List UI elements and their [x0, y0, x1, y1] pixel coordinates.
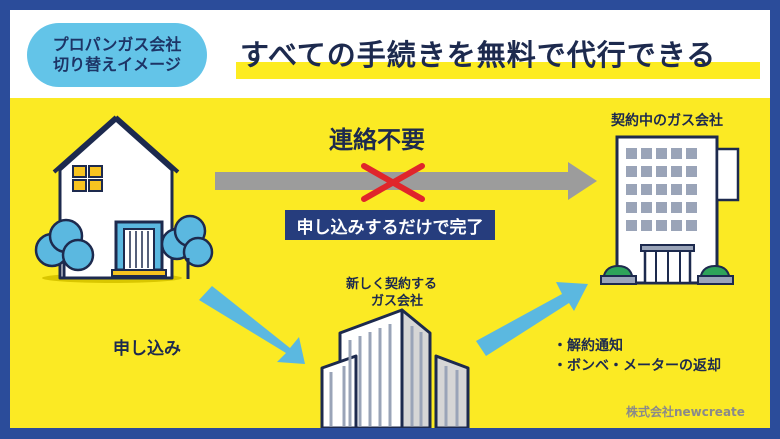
direct-arrow: [215, 162, 597, 200]
apply-only-label: 申し込みするだけで完了: [285, 210, 495, 240]
cross-icon: [361, 163, 425, 202]
bullet-equipment-return: ・ボンベ・メーターの返却: [553, 358, 721, 374]
bullet-cancel-notice: ・解約通知: [553, 338, 623, 354]
apply-label: 申し込み: [113, 339, 181, 359]
topic-badge: プロパンガス会社 切り替えイメージ: [27, 23, 207, 87]
title-highlight: [236, 62, 760, 79]
house-icon: [34, 115, 214, 283]
no-contact-label: 連絡不要: [329, 126, 425, 154]
badge-line-1: プロパンガス会社: [52, 35, 182, 54]
office-building-icon: [600, 135, 740, 285]
bottom-frame: [0, 428, 780, 439]
current-company-label: 契約中のガス会社: [611, 113, 723, 129]
header: プロパンガス会社 切り替えイメージ すべての手続きを無料で代行できる: [10, 10, 770, 98]
new-company-buildings-icon: [320, 308, 470, 430]
handover-arrow: [476, 282, 588, 356]
page-title: すべての手続きを無料で代行できる: [240, 38, 717, 72]
badge-line-2: 切り替えイメージ: [53, 55, 181, 74]
apply-arrow: [199, 286, 305, 364]
new-company-label-2: ガス会社: [371, 294, 424, 309]
company-credit: 株式会社newcreate: [626, 405, 745, 419]
new-company-label-1: 新しく契約する: [346, 277, 438, 292]
